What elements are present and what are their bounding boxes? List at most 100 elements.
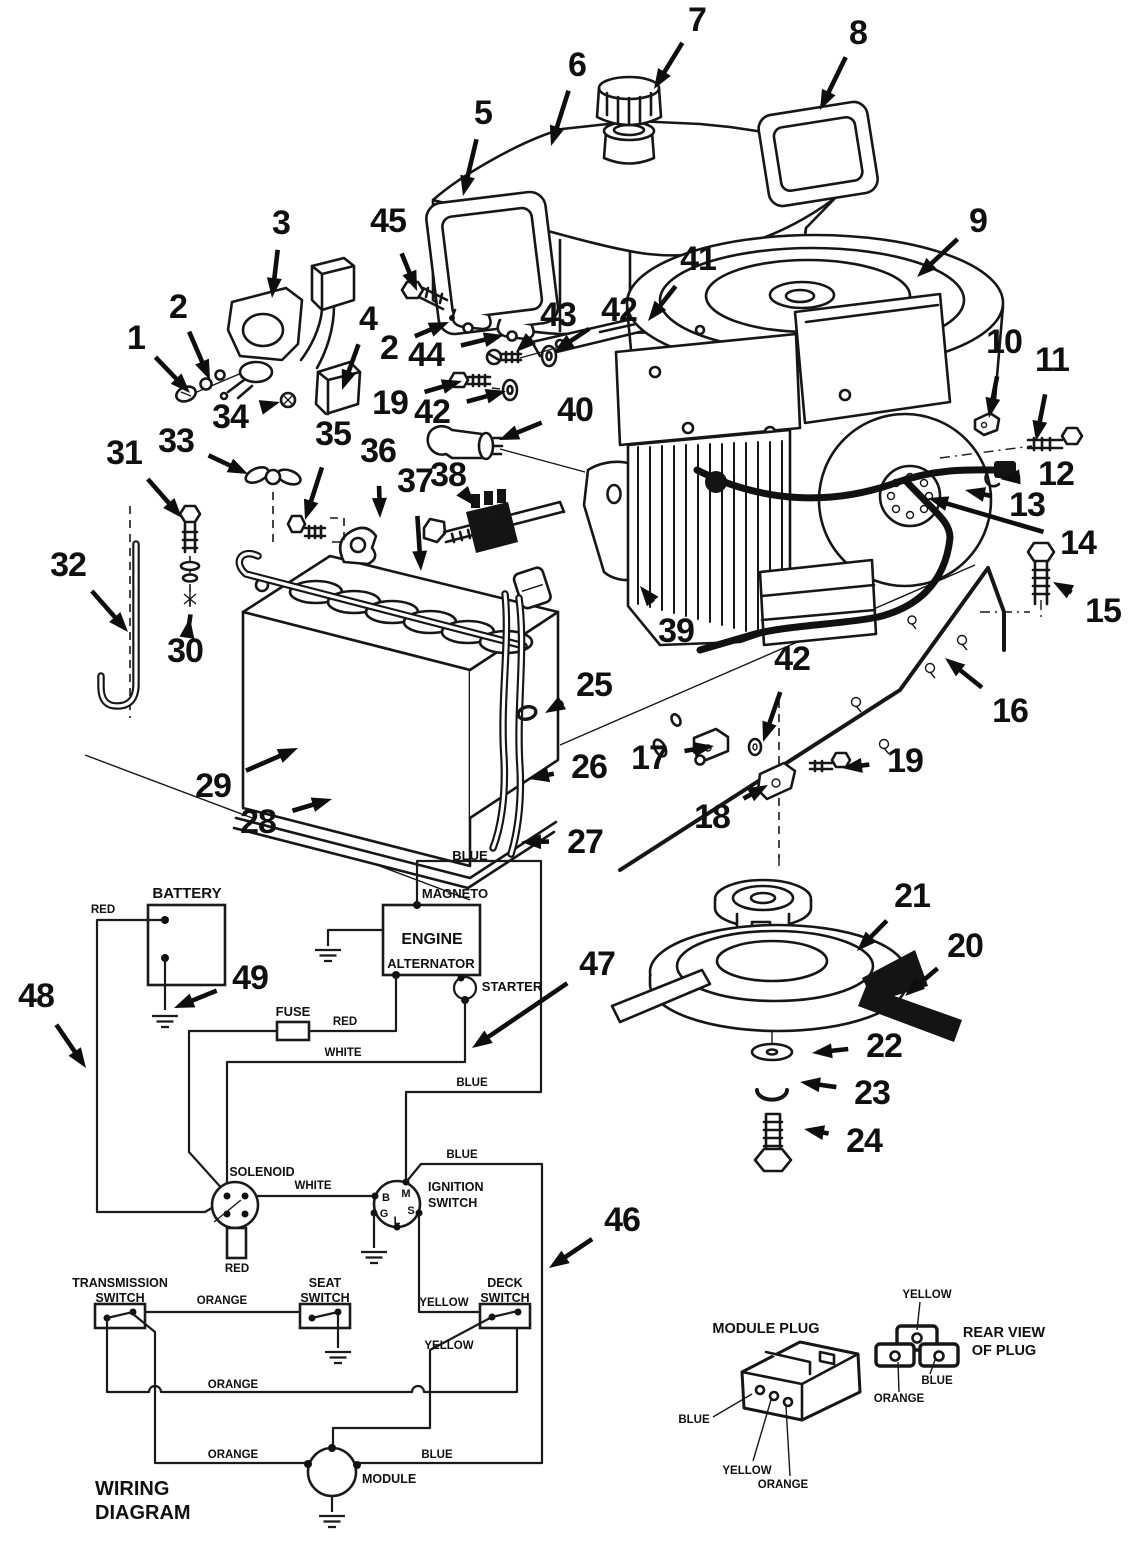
label-wiring: WIRING [95, 1478, 169, 1500]
module-plug-detail [712, 1340, 862, 1477]
callout-22: 22 [866, 1027, 902, 1065]
label-blue: BLUE [456, 1077, 488, 1089]
ground-symbols [152, 948, 387, 1529]
callout-arrow-2 [413, 326, 434, 339]
callout-38: 38 [430, 456, 466, 494]
callout-40: 40 [557, 391, 593, 429]
label-orange: ORANGE [197, 1295, 248, 1307]
ground-symbol [325, 1350, 351, 1365]
callout-35: 35 [315, 415, 351, 453]
label-orange: ORANGE [208, 1449, 259, 1461]
label-transmission: TRANSMISSION [72, 1276, 168, 1290]
label-red: RED [91, 904, 115, 916]
callout-arrow-2 [187, 330, 205, 365]
callout-23: 23 [854, 1074, 890, 1112]
callout-11: 11 [1035, 341, 1069, 379]
callout-arrow-28 [291, 801, 316, 813]
callout-arrow-49 [189, 988, 218, 1004]
callout-arrow-1 [153, 355, 180, 382]
callout-arrow-31 [146, 477, 172, 506]
label-l: L [394, 1215, 401, 1227]
label-blue: BLUE [921, 1375, 953, 1387]
callout-24: 24 [846, 1122, 883, 1160]
callout-arrow-4 [345, 343, 361, 374]
callout-arrow-46 [562, 1237, 594, 1260]
ground-symbol [152, 1014, 178, 1029]
callout-20: 20 [947, 927, 983, 965]
label-magneto: MAGNETO [422, 886, 488, 901]
callout-30: 30 [167, 632, 203, 670]
callout-arrow-10 [990, 375, 1000, 401]
label-yellow: YELLOW [902, 1289, 951, 1301]
callout-42: 42 [414, 393, 450, 431]
battery-holddown-hardware [97, 466, 345, 718]
label-switch: SWITCH [480, 1291, 529, 1305]
callout-31: 31 [106, 434, 142, 472]
label-blue: BLUE [446, 1149, 478, 1161]
callout-arrow-14 [944, 500, 1045, 535]
label-blue: BLUE [421, 1449, 453, 1461]
engine [614, 233, 1084, 654]
tank-strap-right [757, 100, 879, 208]
callout-2: 2 [169, 288, 187, 326]
callout-4: 4 [359, 300, 378, 338]
callout-arrow-9 [928, 237, 960, 267]
callout-8: 8 [849, 14, 867, 52]
callout-10: 10 [986, 323, 1022, 361]
label-battery: BATTERY [152, 885, 221, 902]
callout-arrow-32 [90, 589, 118, 621]
callout-42: 42 [601, 291, 637, 329]
label-blue: BLUE [452, 848, 488, 863]
callout-37: 37 [397, 462, 433, 500]
callout-arrow-45 [399, 252, 413, 276]
callout-15: 15 [1085, 592, 1121, 630]
callout-6: 6 [568, 46, 586, 84]
callout-49: 49 [232, 959, 268, 997]
label-starter: STARTER [482, 979, 543, 994]
callout-41: 41 [680, 240, 716, 278]
callout-14: 14 [1060, 524, 1097, 562]
ground-symbol [315, 948, 341, 963]
label-red: RED [333, 1016, 357, 1028]
label-blue: BLUE [678, 1414, 710, 1426]
callout-43: 43 [540, 296, 576, 334]
ignition-switch-assembly [175, 256, 362, 416]
label-white: WHITE [324, 1047, 361, 1059]
callout-19: 19 [887, 742, 923, 780]
callout-arrow-20 [917, 966, 940, 987]
callout-17: 17 [631, 739, 667, 777]
wiring-diagram [93, 859, 544, 1529]
callout-arrow-22 [829, 1046, 849, 1054]
callout-arrow-8 [825, 56, 848, 95]
callout-arrow-19 [423, 383, 446, 395]
label-orange: ORANGE [874, 1393, 925, 1405]
label-ignition: IGNITION [428, 1180, 484, 1194]
label-b: B [382, 1192, 390, 1204]
callout-arrow-11 [1037, 393, 1048, 424]
label-switch: SWITCH [300, 1291, 349, 1305]
rear-view-plug-detail [874, 1301, 960, 1393]
callout-arrow-40 [514, 420, 543, 436]
callout-47: 47 [579, 945, 615, 983]
callout-42: 42 [774, 640, 810, 678]
callout-18: 18 [694, 798, 730, 836]
callout-32: 32 [50, 546, 86, 584]
callout-arrow-42 [766, 691, 783, 726]
callout-33: 33 [158, 422, 194, 460]
label-orange: ORANGE [208, 1379, 259, 1391]
callout-arrow-42 [567, 326, 591, 344]
label-module-plug: MODULE PLUG [712, 1321, 819, 1337]
label-fuse: FUSE [276, 1004, 311, 1019]
callout-arrow-3 [271, 249, 280, 281]
callout-arrow-29 [245, 753, 283, 773]
callout-21: 21 [894, 877, 930, 915]
callout-28: 28 [240, 803, 276, 841]
callout-arrow-23 [817, 1082, 837, 1090]
battery [232, 526, 560, 890]
labels-layer: BLUEMAGNETOENGINEALTERNATORSTARTERBATTER… [72, 848, 1045, 1524]
callout-7: 7 [688, 1, 706, 39]
callout-arrow-47 [485, 981, 569, 1040]
label-yellow: YELLOW [722, 1465, 771, 1477]
